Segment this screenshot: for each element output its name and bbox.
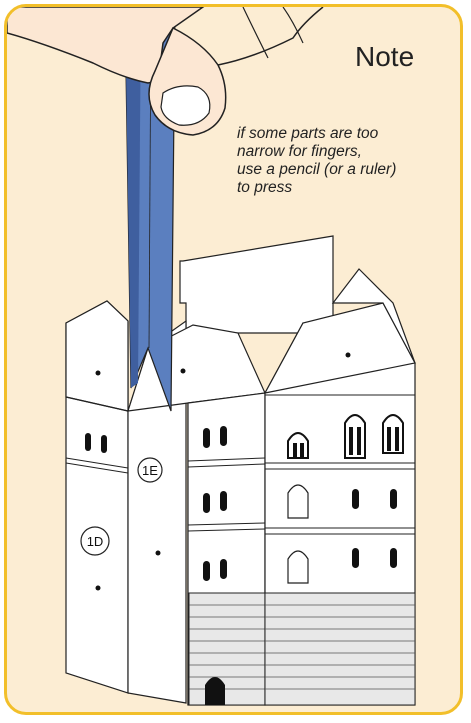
part-label-1d: 1D [87,534,104,549]
right-section [263,268,416,706]
note-text: if some parts are too narrow for fingers… [237,125,452,197]
note-title: Note [355,41,415,72]
note-line-2: narrow for fingers, [237,143,362,160]
paper-tab [179,235,334,334]
center-tower [127,319,266,706]
hand-icon [7,7,324,136]
castle-illustration: 1E 1D [7,7,416,706]
note-line-3: use a pencil (or a ruler) [237,161,397,178]
instruction-card: 1E 1D [4,4,463,715]
part-label-1e: 1E [142,463,158,478]
note-line-1: if some parts are too [237,125,379,142]
left-section [65,300,129,694]
note-line-4: to press [237,179,293,196]
